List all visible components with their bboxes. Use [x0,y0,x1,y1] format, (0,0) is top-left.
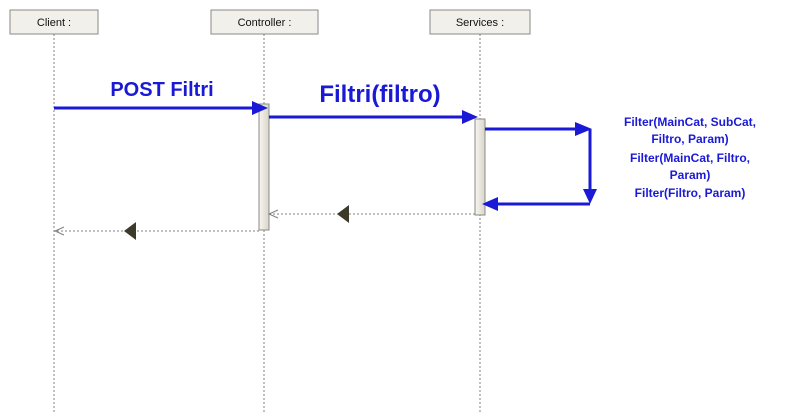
message-arrow-filtri-filtro [269,110,478,124]
lifeline-controller[interactable]: Controller : [210,9,319,35]
self-call-note-line-5: Filter(Filtro, Param) [635,186,746,200]
lifeline-label-controller: Controller : [238,17,292,29]
message-arrow-post-filtri [54,101,268,115]
return-arrow-controller-client [53,222,259,240]
self-call-note-line-3: Filter(MainCat, Filtro, [630,151,750,165]
self-call-note-line-4: Param) [670,168,711,182]
lifeline-label-client: Client : [37,17,71,29]
lifeline-client[interactable]: Client : [9,9,99,35]
return-arrow-services-controller [267,205,475,223]
self-call-note-line-2: Filtro, Param) [651,132,728,146]
self-call-note-line-1: Filter(MainCat, SubCat, [624,115,756,129]
activation-bar-controller [258,103,270,231]
self-call-arrow [482,122,597,211]
lifeline-services[interactable]: Services : [429,9,531,35]
activation-bar-services [474,118,486,216]
message-label-post-filtri: POST Filtri [110,79,213,101]
message-label-filtri-filtro: Filtri(filtro) [319,81,440,108]
lifeline-label-services: Services : [456,17,504,29]
